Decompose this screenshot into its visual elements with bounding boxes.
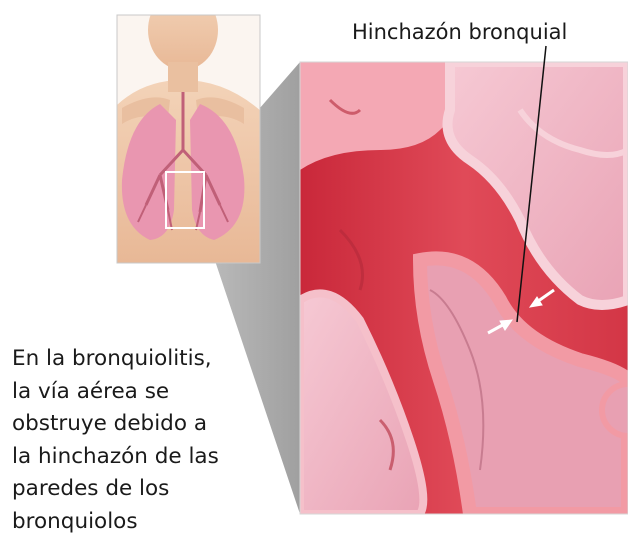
chest-lungs-thumbnail [112, 0, 262, 263]
caption-text: En la bronquiolitis, la vía aérea se obs… [12, 343, 282, 538]
caption-line: la vía aérea se [12, 376, 282, 409]
caption-line: bronquiolos [12, 506, 282, 539]
caption-line: En la bronquiolitis, [12, 343, 282, 376]
bronchiole-zoom [300, 62, 628, 514]
caption-line: paredes de los [12, 473, 282, 506]
caption-line: obstruye debido a [12, 408, 282, 441]
swelling-label: Hinchazón bronquial [352, 20, 567, 44]
caption-line: la hinchazón de las [12, 441, 282, 474]
